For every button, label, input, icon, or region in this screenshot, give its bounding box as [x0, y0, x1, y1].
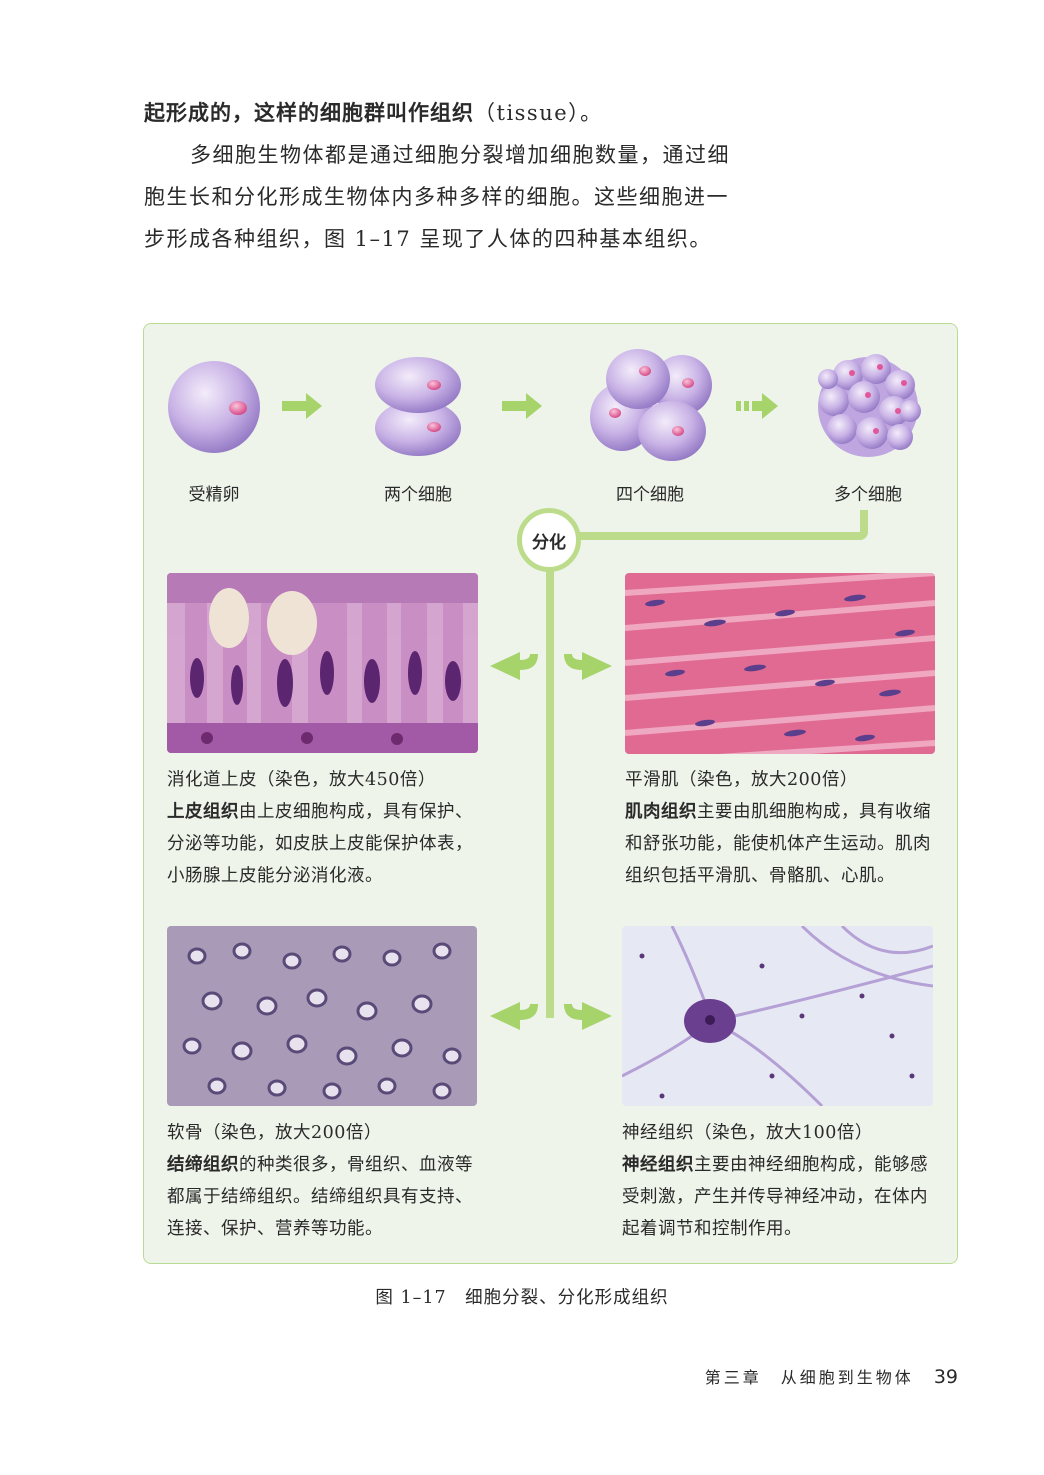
stage-label: 多个细胞 — [834, 485, 902, 505]
page-footer: 第三章 从细胞到生物体 39 — [705, 1364, 958, 1388]
connective-caption: 软骨（染色，放大200倍） 结缔组织的种类很多，骨组织、血液等都属于结缔组织。结… — [167, 1117, 487, 1245]
stage-label: 两个细胞 — [384, 485, 452, 505]
caption-desc: 主要由肌细胞构成，具有收缩和舒张功能，能使机体产生运动。肌肉组织包括平滑肌、骨骼… — [625, 802, 931, 886]
intro-line1-bold: 起形成的，这样的细胞群叫作组织 — [144, 101, 474, 125]
caption-desc: 主要由神经细胞构成，能够感受刺激，产生并传导神经冲动，在体内起着调节和控制作用。 — [622, 1155, 928, 1239]
connector-line — [578, 532, 868, 540]
caption-desc: 的种类很多，骨组织、血液等都属于结缔组织。结缔组织具有支持、连接、保护、营养等功… — [167, 1155, 473, 1239]
caption-title: 软骨（染色，放大200倍） — [167, 1123, 382, 1143]
stage-zygote: 受精卵 — [134, 335, 294, 505]
caption-term: 神经组织 — [622, 1155, 694, 1175]
epithelial-caption: 消化道上皮（染色，放大450倍） 上皮组织由上皮细胞构成，具有保护、分泌等功能，… — [167, 764, 487, 892]
nervous-caption: 神经组织（染色，放大100倍） 神经组织主要由神经细胞构成，能够感受刺激，产生并… — [622, 1117, 942, 1245]
intro-para2: 多细胞生物体都是通过细胞分裂增加细胞数量，通过细胞生长和分化形成生物体内多种多样… — [144, 143, 730, 251]
intro-line1-tail: （tissue）。 — [474, 101, 603, 125]
branch-arrow-left-icon — [490, 652, 538, 680]
page-number: 39 — [933, 1366, 958, 1388]
connector-line — [546, 570, 554, 1018]
many-cells-illustration — [818, 354, 921, 457]
stage-many-cells: 多个细胞 — [788, 335, 948, 505]
branch-arrow-right-icon — [564, 1002, 612, 1030]
caption-title: 神经组织（染色，放大100倍） — [622, 1123, 873, 1143]
connector-line — [860, 510, 868, 532]
intro-text: 起形成的，这样的细胞群叫作组织（tissue）。 多细胞生物体都是通过细胞分裂增… — [144, 92, 744, 260]
differentiation-node: 分化 — [517, 508, 581, 572]
branch-arrow-right-icon — [564, 652, 612, 680]
cartilage-micrograph — [167, 926, 477, 1106]
caption-desc: 由上皮细胞构成，具有保护、分泌等功能，如皮肤上皮能保护体表，小肠腺上皮能分泌消化… — [167, 802, 473, 886]
figure-caption: 图 1–17 细胞分裂、分化形成组织 — [375, 1288, 669, 1308]
muscle-caption: 平滑肌（染色，放大200倍） 肌肉组织主要由肌细胞构成，具有收缩和舒张功能，能使… — [625, 764, 945, 892]
caption-title: 消化道上皮（染色，放大450倍） — [167, 770, 436, 790]
caption-title: 平滑肌（染色，放大200倍） — [625, 770, 858, 790]
stage-four-cells: 四个细胞 — [570, 335, 730, 505]
branch-arrow-left-icon — [490, 1002, 538, 1030]
two-cells-illustration — [375, 357, 461, 456]
caption-term: 结缔组织 — [167, 1155, 239, 1175]
arrow-right-icon — [502, 393, 542, 419]
caption-term: 肌肉组织 — [625, 802, 697, 822]
stage-label: 四个细胞 — [616, 485, 684, 505]
zygote-illustration — [168, 361, 260, 453]
arrow-right-icon — [282, 393, 322, 419]
stage-two-cells: 两个细胞 — [338, 335, 498, 505]
four-cells-illustration — [590, 349, 712, 461]
epithelial-micrograph — [167, 573, 478, 753]
nerve-micrograph — [622, 926, 933, 1106]
smooth-muscle-micrograph — [625, 573, 935, 754]
dashed-arrow-right-icon — [736, 393, 778, 419]
stage-label: 受精卵 — [188, 485, 240, 505]
chapter-title: 第三章 从细胞到生物体 — [704, 1368, 914, 1387]
caption-term: 上皮组织 — [167, 802, 239, 822]
